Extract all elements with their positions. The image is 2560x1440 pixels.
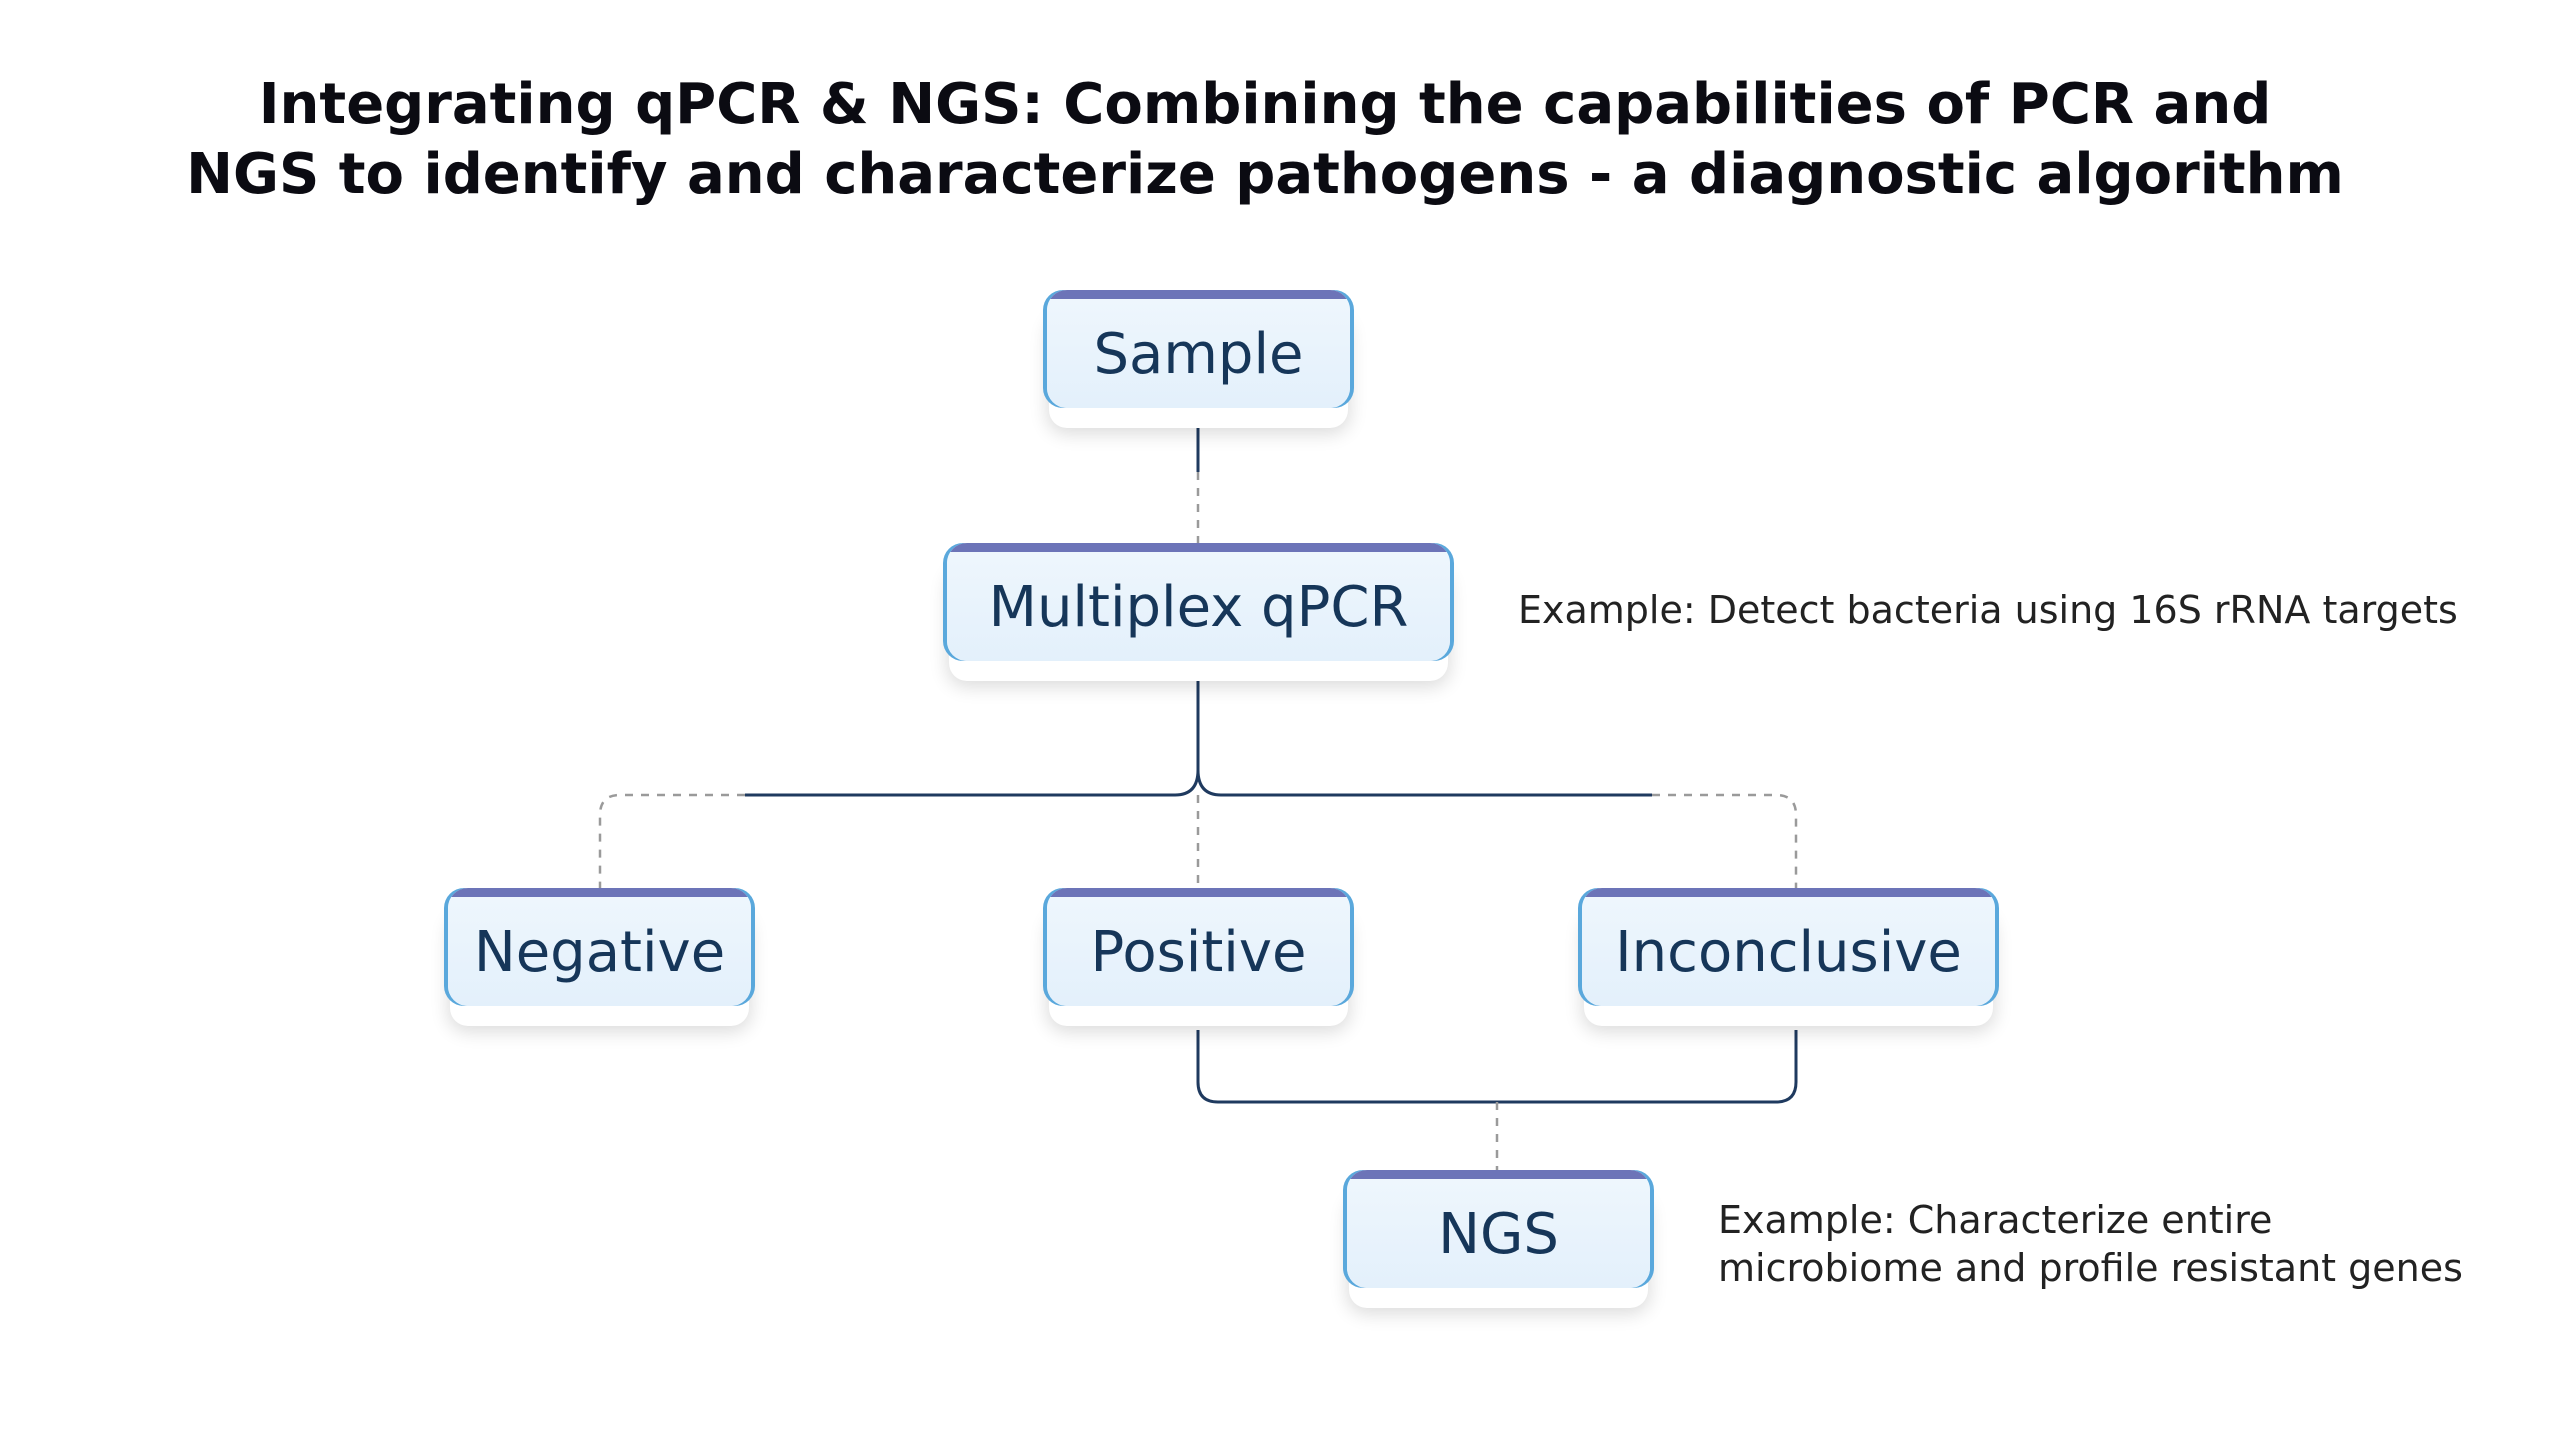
connector-branch-right-curve bbox=[1196, 769, 1222, 797]
diagram-title-line-1: Integrating qPCR & NGS: Combining the ca… bbox=[258, 72, 2272, 137]
node-ngs-label: NGS bbox=[1438, 1201, 1559, 1267]
node-sample-label: Sample bbox=[1093, 321, 1304, 387]
node-positive-label: Positive bbox=[1090, 919, 1307, 985]
node-negative-label: Negative bbox=[473, 919, 726, 985]
node-ngs: NGS bbox=[1347, 1170, 1650, 1288]
annotation-qpcr-example: Example: Detect bacteria using 16S rRNA … bbox=[1518, 588, 2458, 632]
node-positive: Positive bbox=[1047, 888, 1350, 1006]
node-multiplex-qpcr-label: Multiplex qPCR bbox=[988, 574, 1409, 640]
node-sample: Sample bbox=[1047, 290, 1350, 408]
annotation-ngs-example-line-2: microbiome and profile resistant genes bbox=[1718, 1246, 2463, 1290]
connector-to-negative-dashed bbox=[598, 793, 745, 888]
node-negative: Negative bbox=[448, 888, 751, 1006]
diagram-title-line-2: NGS to identify and characterize pathoge… bbox=[186, 142, 2344, 207]
annotation-ngs-example: Example: Characterize entire microbiome … bbox=[1718, 1196, 2463, 1292]
connector-positive-to-ngs bbox=[1196, 1030, 1798, 1104]
annotation-ngs-example-line-1: Example: Characterize entire bbox=[1718, 1198, 2273, 1242]
node-inconclusive: Inconclusive bbox=[1582, 888, 1995, 1006]
connector-to-inconclusive-dashed bbox=[1652, 793, 1798, 888]
node-multiplex-qpcr: Multiplex qPCR bbox=[947, 543, 1450, 661]
connector-branch-left-curve bbox=[1174, 769, 1200, 797]
node-inconclusive-label: Inconclusive bbox=[1615, 919, 1962, 985]
